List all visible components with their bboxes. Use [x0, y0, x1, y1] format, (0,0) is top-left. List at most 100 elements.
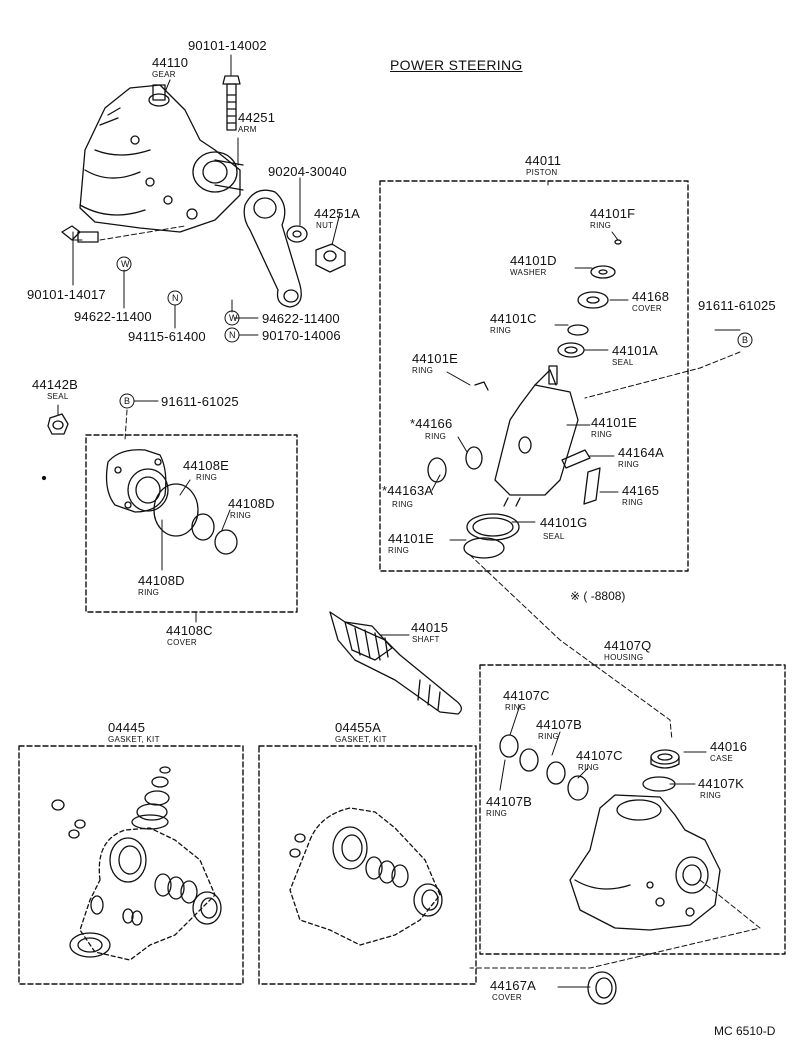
part-number: 94622-11400	[74, 309, 152, 324]
assembly-leaders	[99, 225, 761, 969]
part-name: SEAL	[612, 358, 634, 367]
part-name: RING	[230, 511, 252, 520]
gasket-kit-a-box	[18, 745, 244, 985]
part-name: SHAFT	[412, 635, 440, 644]
part-number: *44163A	[382, 483, 434, 498]
part-number: 44164A	[618, 445, 665, 460]
badge-n: N	[229, 330, 236, 340]
part-number: 44107K	[698, 776, 745, 791]
part-number: 44251A	[314, 206, 361, 221]
gasket-kit-b-drawing	[289, 807, 443, 946]
mount-bolt-drawing	[61, 225, 99, 243]
part-number: 44107B	[486, 794, 533, 809]
part-name: RING	[425, 432, 447, 441]
part-number: 44168	[632, 289, 670, 304]
part-number: 44107B	[536, 717, 583, 732]
part-number: *44166	[410, 416, 453, 431]
figure-code: MC 6510-D	[714, 1024, 776, 1038]
part-number: 44108E	[183, 458, 230, 473]
part-number: 91611-61025	[161, 394, 239, 409]
part-number: 44101E	[591, 415, 638, 430]
part-number: 44101G	[540, 515, 588, 530]
part-name: GEAR	[152, 70, 176, 79]
part-number: 91611-61025	[698, 298, 776, 313]
part-name: RING	[591, 430, 613, 439]
part-number: 90204-30040	[268, 164, 347, 179]
part-number: 44016	[710, 739, 748, 754]
part-number: 44101E	[388, 531, 435, 546]
part-name: COVER	[167, 638, 197, 647]
part-number: 04455A	[335, 720, 382, 735]
part-number: 44107C	[576, 748, 623, 763]
part-number: 44101E	[412, 351, 459, 366]
group-box-outlines	[18, 180, 786, 985]
part-number: 44015	[411, 620, 449, 635]
washer-nut-drawing	[286, 225, 346, 273]
part-number: 44167A	[490, 978, 537, 993]
part-number: 90101-14017	[27, 287, 106, 302]
part-name: RING	[392, 500, 414, 509]
diagram-title: POWER STEERING	[390, 57, 523, 73]
part-number: 44101C	[490, 311, 537, 326]
part-number: 44101D	[510, 253, 557, 268]
steering-gear-drawing	[79, 84, 244, 233]
badge-circles	[116, 256, 753, 409]
housing-group-box	[479, 664, 786, 955]
part-name: HOUSING	[604, 653, 644, 662]
part-number: 90170-14006	[262, 328, 341, 343]
part-name: RING	[700, 791, 722, 800]
part-name: RING	[490, 326, 512, 335]
part-number: 44101A	[612, 343, 659, 358]
part-name: GASKET, KIT	[108, 735, 160, 744]
badge-w: W	[121, 259, 130, 269]
part-name: RING	[388, 546, 410, 555]
part-number: 44110	[152, 55, 189, 70]
badge-w: W	[229, 313, 238, 323]
part-number: 44251	[238, 110, 276, 125]
badge-b: B	[124, 396, 131, 406]
part-number: 44107Q	[604, 638, 652, 653]
shaft-44015-drawing	[329, 611, 462, 715]
part-number: 44108D	[228, 496, 275, 511]
part-name: SEAL	[47, 392, 69, 401]
part-number: 44142B	[32, 377, 79, 392]
badge-b: B	[742, 335, 749, 345]
part-name: RING	[622, 498, 644, 507]
part-name: RING	[486, 809, 508, 818]
footnote-range: ※ ( -8808)	[570, 589, 626, 603]
part-number: 94622-11400	[262, 311, 340, 326]
housing-44107q-drawing	[499, 734, 721, 1005]
part-name: WASHER	[510, 268, 547, 277]
part-name: SEAL	[543, 532, 565, 541]
leader-lines	[57, 54, 741, 988]
part-name: RING	[505, 703, 527, 712]
part-name: COVER	[492, 993, 522, 1002]
part-number: 94115-61400	[128, 329, 206, 344]
cover-44108c-drawing	[105, 449, 238, 555]
part-name: CASE	[710, 754, 733, 763]
part-name: RING	[138, 588, 160, 597]
bolt-drawing	[222, 75, 241, 131]
piston-group-box	[379, 180, 689, 572]
part-name: ARM	[238, 125, 257, 134]
cover-group-box	[85, 434, 298, 613]
part-number: 44108D	[138, 573, 185, 588]
part-name: GASKET, KIT	[335, 735, 387, 744]
part-number: 44108C	[166, 623, 213, 638]
part-name: RING	[196, 473, 218, 482]
seal-44142b-drawing	[47, 413, 69, 435]
gasket-kit-a-drawing	[51, 766, 222, 961]
part-name: PISTON	[526, 168, 558, 177]
part-name: RING	[618, 460, 640, 469]
part-name: NUT	[316, 221, 334, 230]
part-name: COVER	[632, 304, 662, 313]
part-number: 90101-14002	[188, 38, 267, 53]
part-name: RING	[412, 366, 434, 375]
part-number: 44107C	[503, 688, 550, 703]
part-name: RING	[578, 763, 600, 772]
part-number: 44011	[525, 153, 562, 168]
gasket-kit-b-box	[258, 745, 477, 985]
badge-n: N	[172, 293, 179, 303]
